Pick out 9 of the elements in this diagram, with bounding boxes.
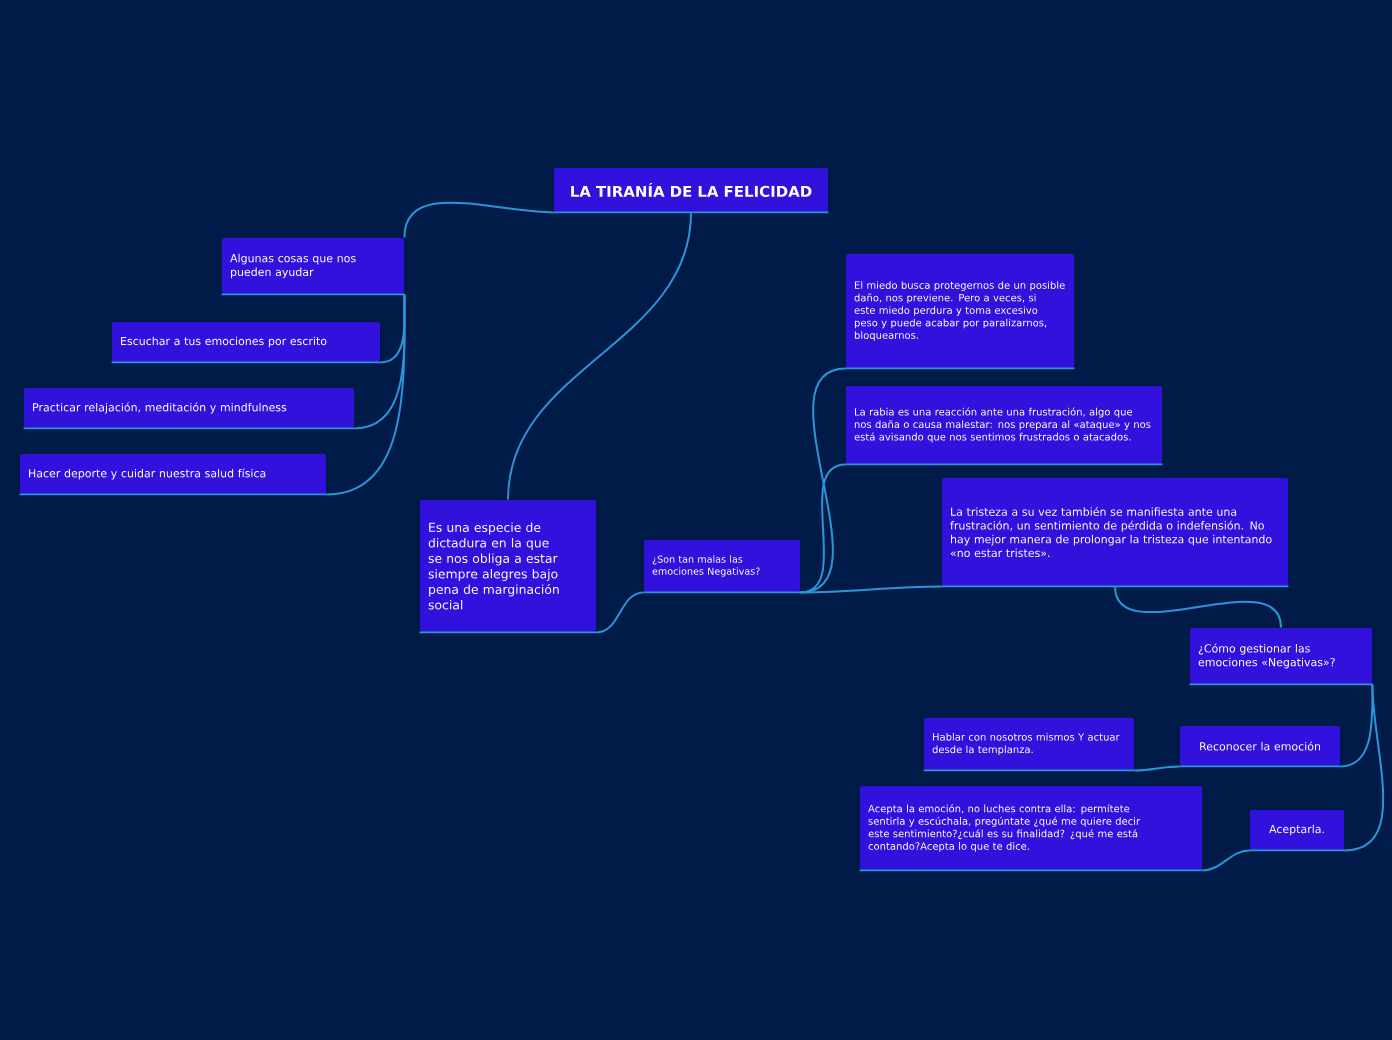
connector [799, 585, 943, 594]
connector [1114, 585, 1282, 629]
connector [403, 201, 555, 239]
connector [507, 211, 692, 501]
connector [1133, 765, 1181, 772]
connector [1201, 849, 1251, 872]
connector [325, 293, 406, 496]
connector [595, 591, 645, 634]
connector [1343, 683, 1385, 852]
